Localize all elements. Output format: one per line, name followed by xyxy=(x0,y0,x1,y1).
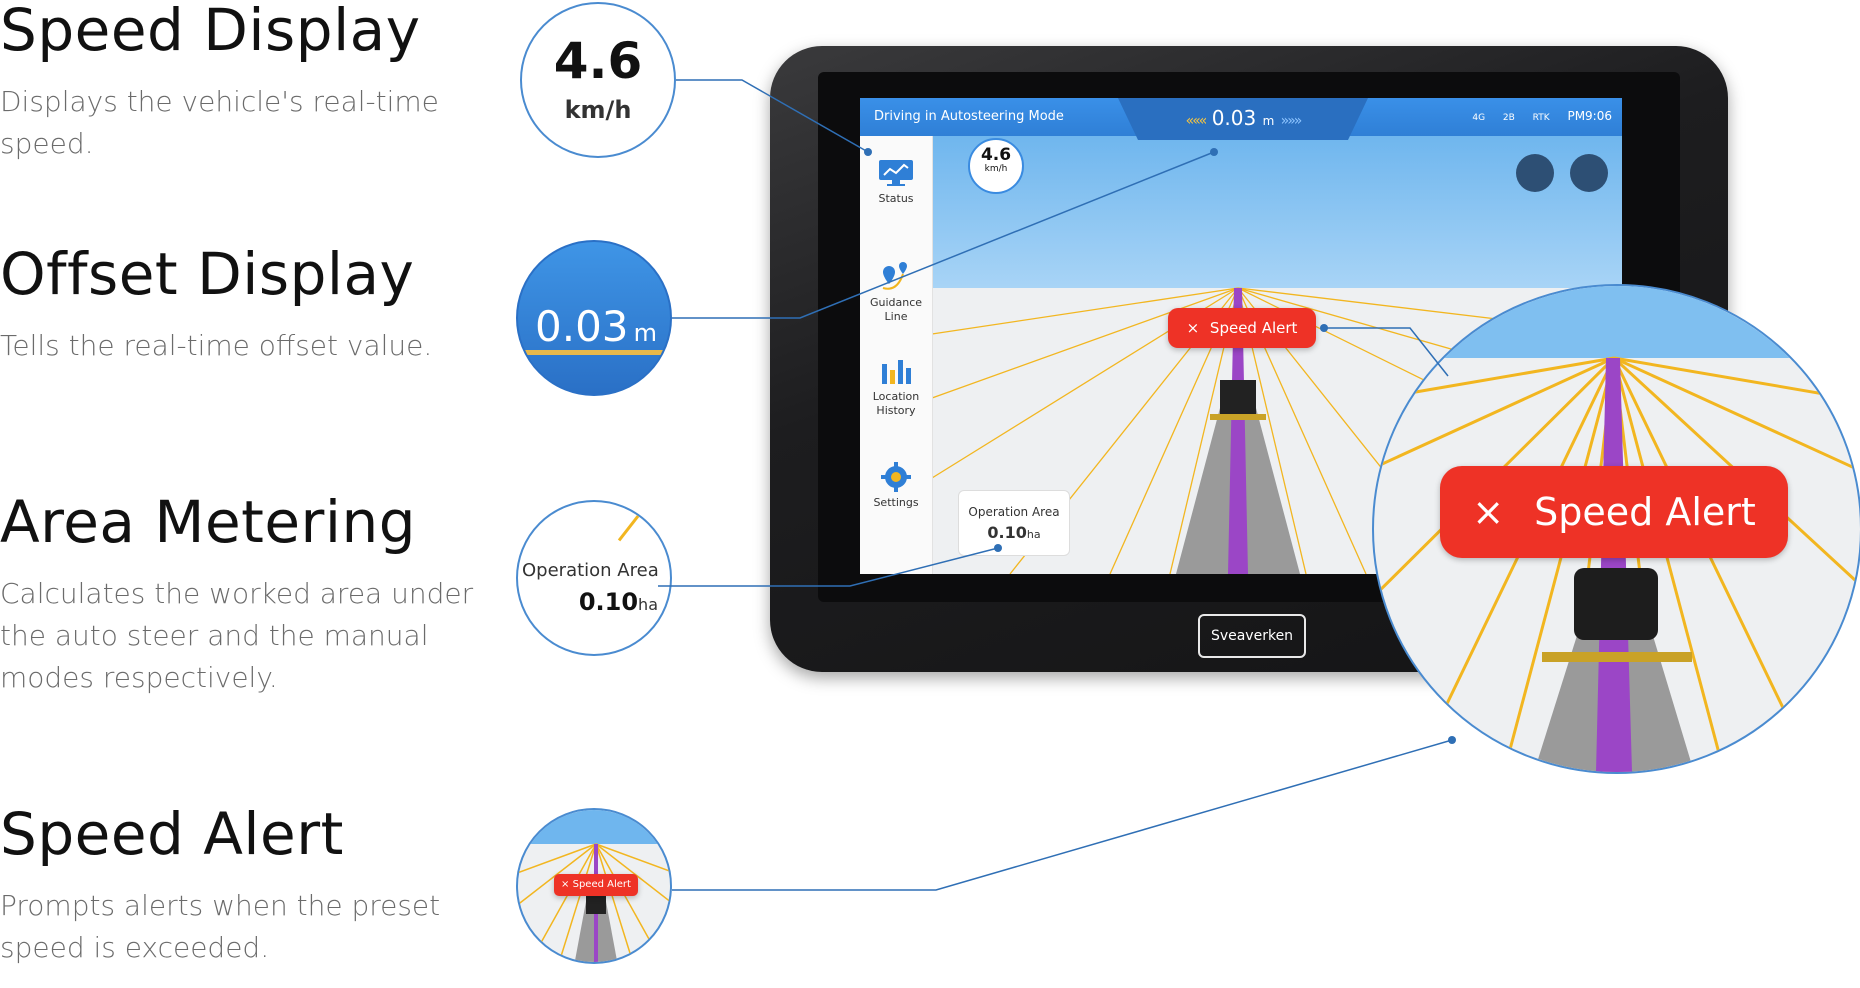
callout-area-ray xyxy=(617,512,642,542)
arrows-left-icon: ««« xyxy=(1185,113,1208,129)
sidebar-item-label: Status xyxy=(878,192,914,205)
map-toggle-button[interactable] xyxy=(1516,154,1554,192)
close-icon: × xyxy=(1472,490,1505,534)
locate-button[interactable] xyxy=(1570,154,1608,192)
sidebar-item-label: Settings xyxy=(873,496,919,509)
feature-title: Speed Display xyxy=(0,0,421,64)
speed-alert-badge[interactable]: × Speed Alert xyxy=(1168,308,1316,348)
callout-area-unit: ha xyxy=(638,595,658,614)
callout-speed-value: 4.6 xyxy=(553,32,643,90)
tractor xyxy=(1220,380,1256,420)
feature-title: Speed Alert xyxy=(0,800,344,868)
feature-speed-alert: Speed Alert Prompts alerts when the pres… xyxy=(0,804,520,969)
gear-icon xyxy=(881,462,911,492)
mode-label: Driving in Autosteering Mode xyxy=(874,109,1064,124)
desc-line: speed. xyxy=(0,126,94,160)
bar-chart-icon xyxy=(882,360,911,384)
speed-value: 4.6 xyxy=(980,145,1012,165)
operation-area-label: Operation Area xyxy=(968,505,1060,519)
callout-alert-badge: × Speed Alert xyxy=(554,874,638,896)
offset-indicator: ««« 0.03 m »»» xyxy=(1118,98,1368,140)
connector-dot-area xyxy=(994,544,1002,552)
sidebar-item-label: Location xyxy=(872,390,920,403)
sidebar: Status Guidance Line Location History xyxy=(860,136,933,574)
callout-alert-scene xyxy=(518,810,670,962)
callout-speed: 4.6 km/h xyxy=(520,2,676,158)
sidebar-item-guidance-line[interactable]: Guidance Line xyxy=(860,262,932,324)
sidebar-item-status[interactable]: Status xyxy=(860,158,932,206)
sidebar-item-location-history[interactable]: Location History xyxy=(860,356,932,418)
connector-dot-alert-zoom xyxy=(1320,324,1328,332)
feature-speed-display: Speed Display Displays the vehicle's rea… xyxy=(0,0,520,165)
sidebar-item-label-2: Line xyxy=(884,310,908,323)
callout-alert-label: Speed Alert xyxy=(572,879,631,890)
connector-dot-alert xyxy=(1448,736,1456,744)
signal-2b-icon: 2B xyxy=(1502,113,1515,123)
callout-offset-unit: m xyxy=(633,319,657,347)
feature-description: Tells the real-time offset value. xyxy=(0,325,520,367)
desc-line: modes respectively. xyxy=(0,660,278,694)
status-indicators: 4G 2B RTK PM9:06 xyxy=(1472,109,1612,123)
sidebar-item-label: Guidance xyxy=(869,296,923,309)
clock-time: PM9:06 xyxy=(1567,109,1612,123)
offset-value: 0.03 xyxy=(1211,106,1257,130)
callout-alert: × Speed Alert xyxy=(516,808,672,964)
desc-line: Tells the real-time offset value. xyxy=(0,328,433,362)
connector-alert xyxy=(672,739,1453,891)
callout-area: Operation Area 0.10ha xyxy=(516,500,672,656)
feature-title: Area Metering xyxy=(0,488,417,556)
brand-logo: Sveaverken xyxy=(1198,614,1306,658)
operation-area-unit: ha xyxy=(1026,528,1041,541)
offset-unit: m xyxy=(1262,114,1275,128)
zoom-alert-badge: × Speed Alert xyxy=(1440,466,1788,558)
feature-offset-display: Offset Display Tells the real-time offse… xyxy=(0,244,520,367)
connector-dot-speed xyxy=(864,148,872,156)
feature-description: Calculates the worked area under the aut… xyxy=(0,573,520,699)
feature-description: Displays the vehicle's real-time speed. xyxy=(0,81,520,165)
signal-rtk-icon: RTK xyxy=(1532,113,1550,123)
signal-4g-icon: 4G xyxy=(1472,113,1486,123)
callout-speed-unit: km/h xyxy=(564,96,632,124)
callout-offset: 0.03 m xyxy=(516,240,672,396)
feature-description: Prompts alerts when the preset speed is … xyxy=(0,885,520,969)
zoom-scene xyxy=(1374,286,1860,772)
offset-baseline xyxy=(518,350,670,355)
desc-line: Calculates the worked area under xyxy=(0,576,474,610)
desc-line: Prompts alerts when the preset xyxy=(0,888,441,922)
sidebar-item-settings[interactable]: Settings xyxy=(860,462,932,510)
callout-offset-text: 0.03 m xyxy=(518,302,670,351)
feature-area-metering: Area Metering Calculates the worked area… xyxy=(0,492,520,699)
callout-area-label: Operation Area xyxy=(522,560,659,581)
callout-area-readout: 0.10ha xyxy=(518,588,658,616)
desc-line: Displays the vehicle's real-time xyxy=(0,84,439,118)
sidebar-item-label-2: History xyxy=(876,404,916,417)
operation-area-panel: Operation Area 0.10ha xyxy=(958,490,1070,556)
feature-title: Offset Display xyxy=(0,240,415,308)
speed-alert-label: Speed Alert xyxy=(1209,319,1298,337)
desc-line: speed is exceeded. xyxy=(0,930,270,964)
zoom-alert-label: Speed Alert xyxy=(1534,490,1756,534)
operation-area-readout: 0.10ha xyxy=(959,523,1069,542)
route-pin-icon xyxy=(882,262,907,290)
zoom-speed-alert: × Speed Alert xyxy=(1372,284,1860,774)
close-icon[interactable]: × xyxy=(1186,319,1200,337)
desc-line: the auto steer and the manual xyxy=(0,618,429,652)
speed-readout: 4.6 km/h xyxy=(968,138,1024,194)
arrows-right-icon: »»» xyxy=(1280,113,1303,129)
operation-area-value: 0.10 xyxy=(987,523,1027,542)
close-icon: × xyxy=(561,879,570,890)
monitor-chart-icon xyxy=(879,160,913,186)
speed-unit: km/h xyxy=(984,164,1008,174)
callout-area-value: 0.10 xyxy=(578,588,639,616)
callout-offset-value: 0.03 xyxy=(535,302,629,351)
connector-dot-offset xyxy=(1210,148,1218,156)
